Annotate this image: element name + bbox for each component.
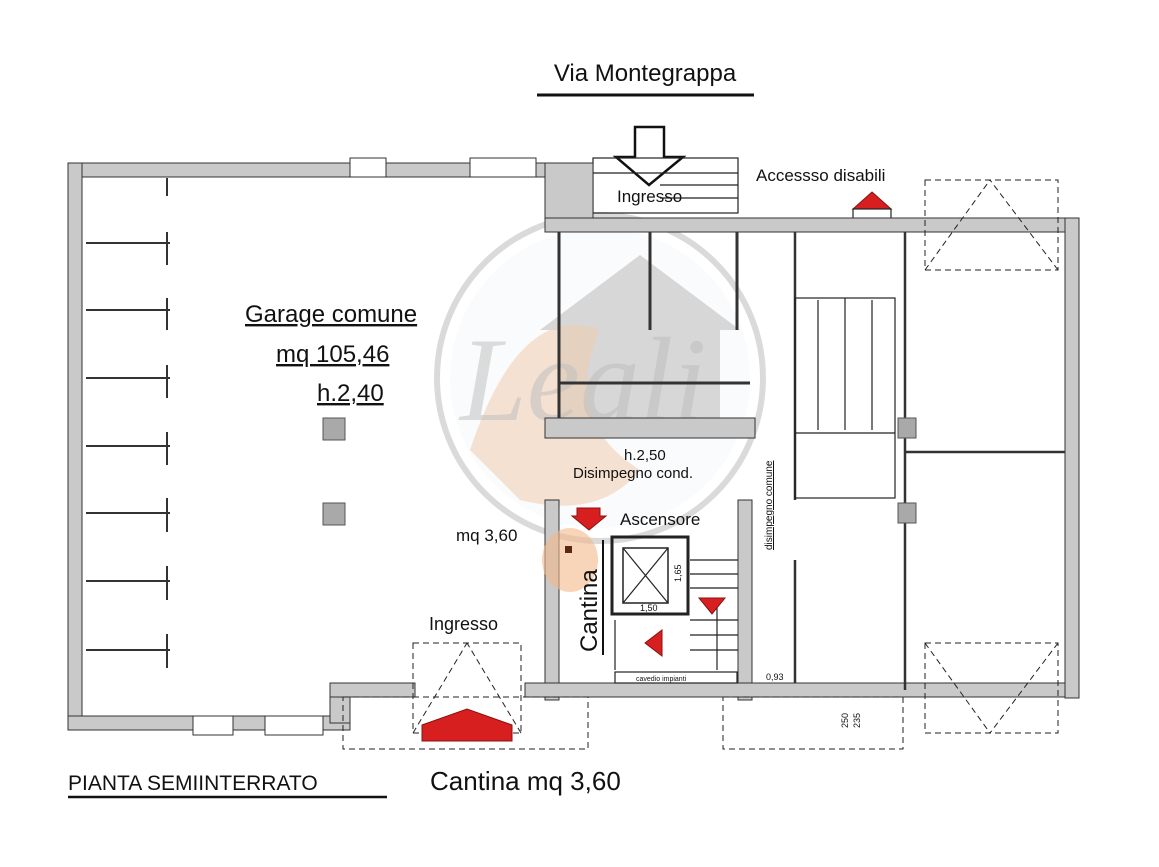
watermark-logo: Leali xyxy=(434,212,766,544)
dim-093: 0,93 xyxy=(766,672,784,682)
entrance-top-arrow xyxy=(612,125,687,187)
pillar xyxy=(897,417,917,439)
pillar xyxy=(322,417,346,441)
skylight-top xyxy=(924,179,1059,271)
entrance-bottom-label: Ingresso xyxy=(429,614,498,634)
cellar-label: Cantina xyxy=(576,569,603,652)
parking-dividers xyxy=(86,178,170,668)
hall-height: h.2,50 xyxy=(624,447,666,464)
cellar-area-label: mq 3,60 xyxy=(456,526,517,545)
elevator xyxy=(610,535,690,616)
garage-walls xyxy=(67,157,594,736)
pillar xyxy=(897,502,917,524)
elevator-label: Ascensore xyxy=(620,510,700,529)
dim-165: 1,65 xyxy=(673,564,683,582)
entrance-bottom-arrow xyxy=(421,708,513,742)
garage-name: Garage comune xyxy=(245,301,417,328)
garage-height: h.2,40 xyxy=(317,380,384,407)
bottom-lightwell xyxy=(722,696,904,750)
common-corridor-label: disimpegno comune xyxy=(764,460,775,550)
disabled-access-label: Accessso disabili xyxy=(756,166,885,185)
entrance-top-label: Ingresso xyxy=(617,187,682,206)
dim-150: 1,50 xyxy=(640,603,658,613)
stair-arrow-left xyxy=(644,628,663,658)
elevator-arrow xyxy=(570,507,608,531)
stair-ramp xyxy=(794,297,896,499)
dim-250: 250 xyxy=(840,713,850,728)
cellar xyxy=(542,528,604,655)
pillar xyxy=(322,502,346,526)
garage-area: mq 105,46 xyxy=(276,341,389,368)
street-name: Via Montegrappa xyxy=(554,60,737,87)
floor-title: PIANTA SEMIINTERRATO xyxy=(68,772,318,795)
cellar-summary: Cantina mq 3,60 xyxy=(430,766,621,796)
stair-arrow-down xyxy=(697,597,727,615)
inner-stair xyxy=(614,559,738,670)
disabled-access-arrow xyxy=(851,191,893,210)
shaft-label: cavedio impianti xyxy=(636,676,687,683)
dim-235: 235 xyxy=(852,713,862,728)
skylight-bottom xyxy=(924,642,1059,734)
hall-name: Disimpegno cond. xyxy=(573,465,693,482)
